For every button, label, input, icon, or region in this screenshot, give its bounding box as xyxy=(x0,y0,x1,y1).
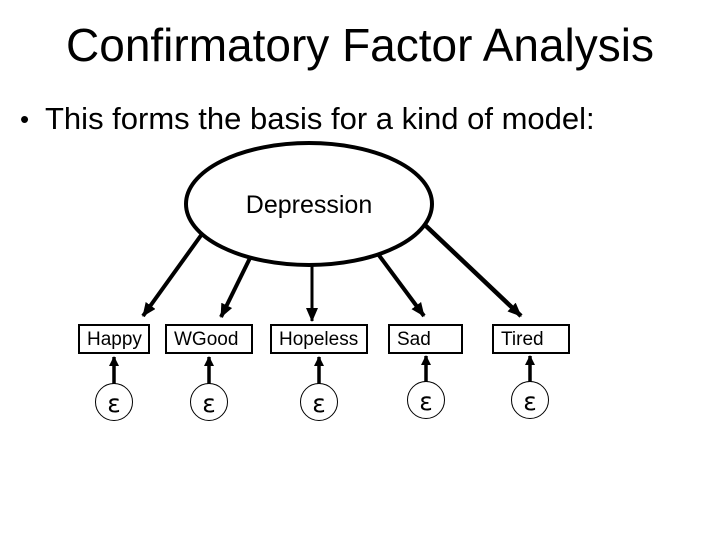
indicator-label: Happy xyxy=(87,328,142,350)
bullet-icon: • xyxy=(20,104,30,134)
loading-arrow-sad xyxy=(376,252,426,318)
factor-ellipse xyxy=(184,141,434,267)
epsilon-symbol: ε xyxy=(312,388,326,418)
error-term-happy: ε xyxy=(95,383,133,421)
loading-arrow-tired xyxy=(423,223,523,318)
indicator-label: Sad xyxy=(397,328,431,350)
error-term-sad: ε xyxy=(407,381,445,419)
epsilon-symbol: ε xyxy=(107,388,121,418)
loading-arrow-happy xyxy=(141,232,204,318)
error-term-tired: ε xyxy=(511,381,549,419)
epsilon-symbol: ε xyxy=(523,386,537,416)
indicator-label: WGood xyxy=(174,328,239,350)
error-term-wgood: ε xyxy=(190,383,228,421)
epsilon-symbol: ε xyxy=(202,388,216,418)
indicator-box-tired: Tired xyxy=(492,324,570,354)
error-term-hopeless: ε xyxy=(300,383,338,421)
slide-title: Confirmatory Factor Analysis xyxy=(66,19,654,71)
indicator-label: Hopeless xyxy=(279,328,359,350)
loading-arrow-wgood xyxy=(219,257,252,318)
bullet-line: • This forms the basis for a kind of mod… xyxy=(20,99,595,139)
indicator-box-hopeless: Hopeless xyxy=(270,324,368,354)
indicator-box-wgood: WGood xyxy=(165,324,253,354)
indicator-box-happy: Happy xyxy=(78,324,150,354)
indicator-box-sad: Sad xyxy=(388,324,463,354)
bullet-text: This forms the basis for a kind of model… xyxy=(45,101,595,136)
factor-label: Depression xyxy=(245,191,373,219)
epsilon-symbol: ε xyxy=(419,386,433,416)
indicator-label: Tired xyxy=(501,328,544,350)
